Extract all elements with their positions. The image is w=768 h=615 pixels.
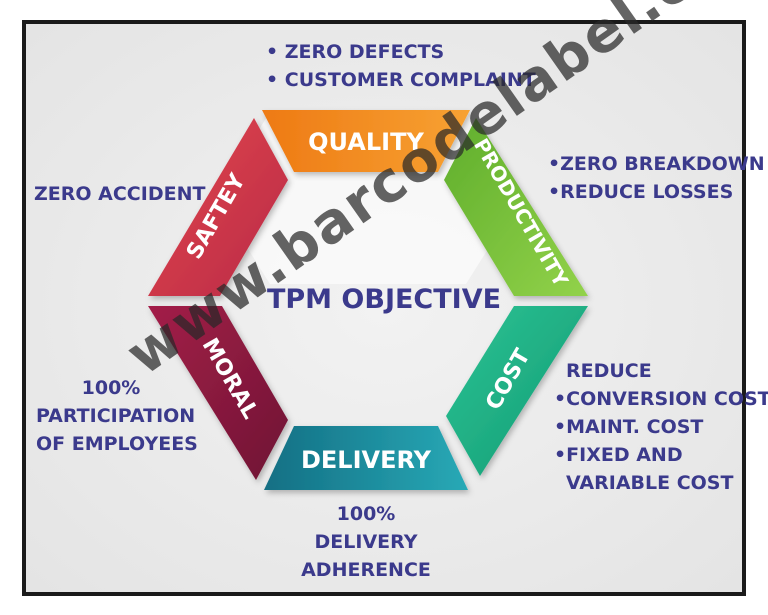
cost-note: •MAINT. COST bbox=[554, 416, 704, 438]
safety-note: ZERO ACCIDENT bbox=[34, 183, 206, 205]
cost-note: VARIABLE COST bbox=[566, 472, 734, 494]
moral-note: OF EMPLOYEES bbox=[36, 433, 198, 455]
segment-label-delivery: DELIVERY bbox=[301, 446, 432, 474]
center-title: TPM OBJECTIVE bbox=[266, 284, 502, 315]
productivity-note: •ZERO BREAKDOWN bbox=[548, 153, 765, 175]
cost-note: REDUCE bbox=[566, 360, 652, 382]
quality-notes: • ZERO DEFECTS • CUSTOMER COMPLAINT bbox=[266, 38, 536, 94]
segment-label-quality: QUALITY bbox=[308, 128, 424, 156]
moral-note: PARTICIPATION bbox=[36, 405, 196, 427]
productivity-note: •REDUCE LOSSES bbox=[548, 181, 734, 203]
cost-note: •CONVERSION COST bbox=[554, 388, 768, 410]
quality-note: • ZERO DEFECTS bbox=[266, 41, 445, 63]
safety-notes: ZERO ACCIDENT bbox=[34, 180, 205, 208]
moral-notes: 100% PARTICIPATION OF EMPLOYEES bbox=[36, 374, 198, 458]
moral-note: 100% bbox=[81, 377, 141, 399]
quality-note: • CUSTOMER COMPLAINT bbox=[266, 69, 536, 91]
cost-notes: REDUCE •CONVERSION COST •MAINT. COST •FI… bbox=[554, 357, 768, 497]
segment-safety bbox=[148, 118, 288, 296]
productivity-notes: •ZERO BREAKDOWN •REDUCE LOSSES bbox=[548, 150, 765, 206]
cost-note: •FIXED AND bbox=[554, 444, 683, 466]
segment-productivity bbox=[444, 118, 588, 296]
delivery-note: ADHERENCE bbox=[301, 559, 431, 581]
delivery-note: DELIVERY bbox=[314, 531, 418, 553]
segment-delivery bbox=[264, 426, 468, 490]
segment-moral bbox=[148, 306, 288, 480]
segment-cost bbox=[446, 306, 588, 476]
delivery-notes: 100% DELIVERY ADHERENCE bbox=[286, 500, 446, 584]
segment-quality bbox=[262, 110, 470, 172]
delivery-note: 100% bbox=[336, 503, 396, 525]
